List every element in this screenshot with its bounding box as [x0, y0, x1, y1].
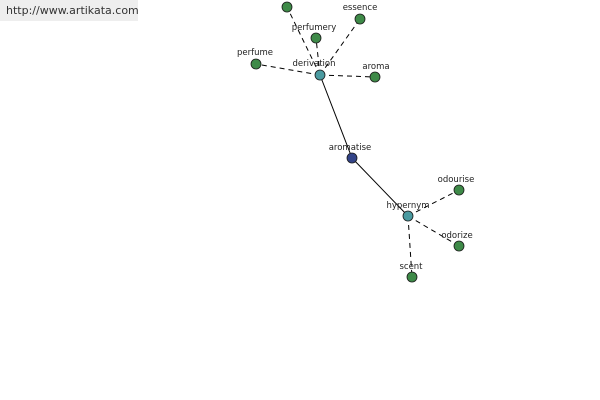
node-label-aroma[interactable]: aroma — [362, 62, 389, 72]
node-scent[interactable]: scent — [399, 262, 423, 283]
node-dot-odourise[interactable] — [453, 184, 465, 196]
node-odorize[interactable]: odorize — [441, 231, 473, 252]
edge-derivation-top_unlabeled — [286, 6, 321, 76]
edge-aromatise-derivation — [319, 74, 353, 159]
node-label-perfumery[interactable]: perfumery — [292, 23, 337, 33]
edge-hypernym-odorize — [407, 215, 460, 247]
node-dot-derivation[interactable] — [314, 69, 326, 81]
node-dot-aromatise[interactable] — [346, 152, 358, 164]
node-aromatise[interactable]: aromatise — [329, 143, 372, 164]
node-label-odorize[interactable]: odorize — [441, 231, 472, 241]
node-label-perfume[interactable]: perfume — [237, 48, 273, 58]
node-dot-scent[interactable] — [406, 271, 418, 283]
node-dot-essence[interactable] — [354, 13, 366, 25]
node-derivation[interactable]: derivation — [292, 59, 336, 81]
node-label-essence[interactable]: essence — [343, 3, 378, 13]
node-odourise[interactable]: odourise — [438, 175, 475, 196]
edge-derivation-perfumery — [315, 37, 321, 76]
edge-derivation-aroma — [319, 74, 376, 78]
edge-aromatise-hypernym — [351, 157, 409, 217]
node-label-derivation[interactable]: derivation — [292, 59, 335, 69]
node-perfumery[interactable]: perfumery — [292, 23, 337, 44]
site-url-link[interactable]: http://www.artikata.com — [0, 0, 139, 21]
node-aroma[interactable]: aroma — [362, 62, 390, 83]
graph-nodes: essence perfumery perfume derivation aroma ar… — [237, 1, 475, 283]
edge-derivation-perfume — [255, 63, 321, 76]
node-hypernym[interactable]: hypernym — [386, 201, 430, 222]
graph-edges — [255, 6, 460, 278]
node-label-aromatise[interactable]: aromatise — [329, 143, 372, 153]
edge-hypernym-odourise — [407, 189, 460, 217]
node-dot-perfume[interactable] — [250, 58, 262, 70]
edge-derivation-essence — [319, 18, 361, 76]
node-dot-aroma[interactable] — [369, 71, 381, 83]
node-top_unlabeled[interactable] — [281, 1, 293, 13]
node-perfume[interactable]: perfume — [237, 48, 273, 70]
node-dot-perfumery[interactable] — [310, 32, 322, 44]
node-label-odourise[interactable]: odourise — [438, 175, 475, 185]
edge-hypernym-scent — [407, 215, 413, 278]
node-label-hypernym[interactable]: hypernym — [386, 201, 429, 211]
node-dot-odorize[interactable] — [453, 240, 465, 252]
node-dot-top_unlabeled[interactable] — [281, 1, 293, 13]
node-essence[interactable]: essence — [343, 3, 378, 25]
node-label-scent[interactable]: scent — [399, 262, 423, 272]
node-dot-hypernym[interactable] — [402, 210, 414, 222]
